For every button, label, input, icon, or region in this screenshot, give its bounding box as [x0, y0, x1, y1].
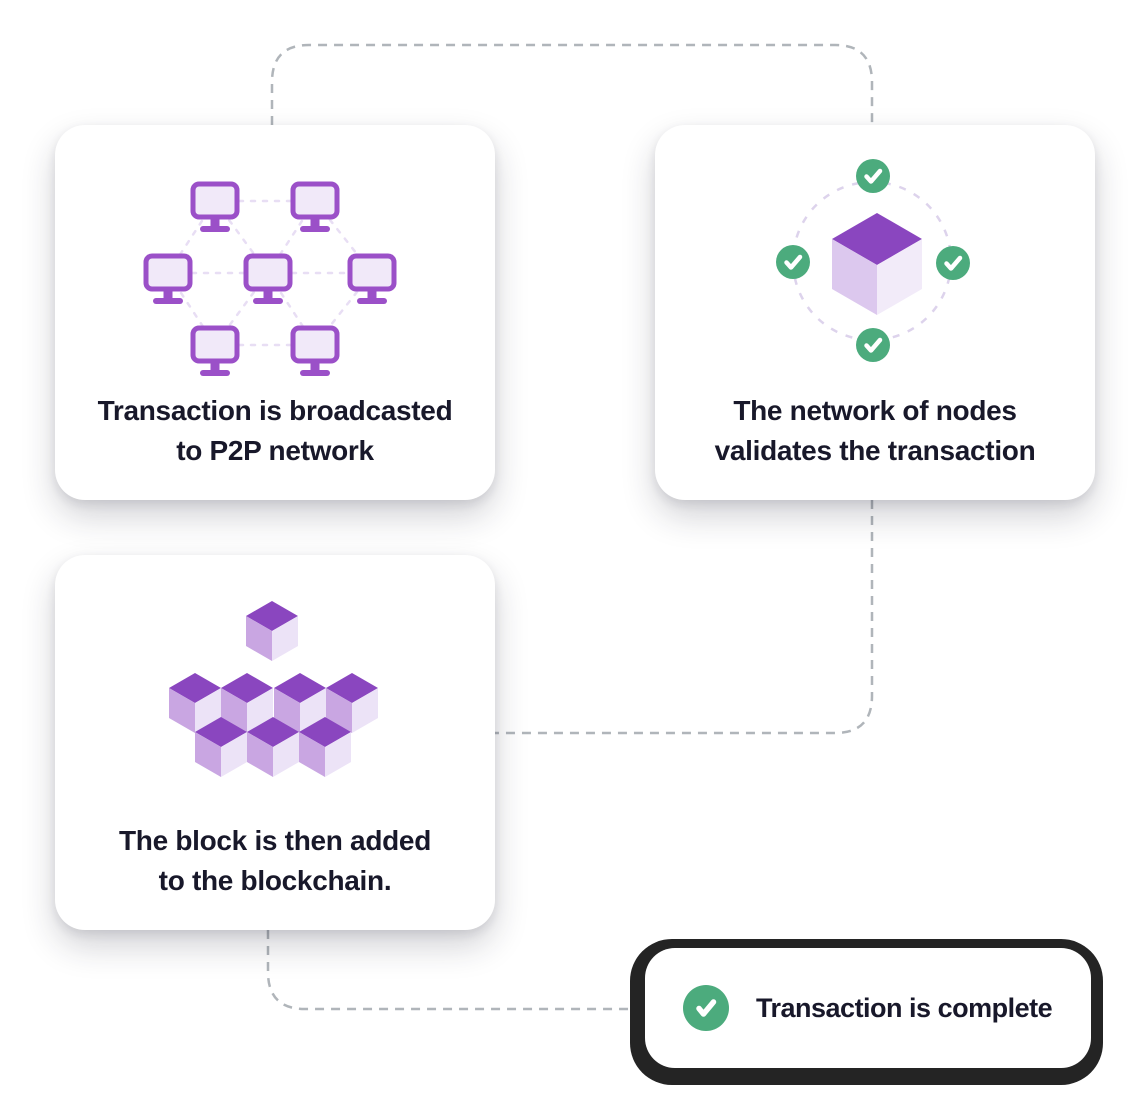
check-circle-icon: [776, 245, 810, 279]
check-circle-icon: [856, 328, 890, 362]
monitor-icon: [193, 328, 237, 376]
mesh-links: [166, 199, 374, 347]
card-broadcast: Transaction is broadcasted to P2P networ…: [55, 125, 495, 500]
card-caption: The network of nodes validates the trans…: [655, 391, 1095, 471]
card-caption: Transaction is complete: [756, 992, 1053, 1023]
block-cube-icon: [832, 213, 922, 315]
connector-block-to-complete: [266, 930, 632, 1011]
caption-line: Transaction is broadcasted: [97, 395, 453, 426]
check-circle-icon: [683, 985, 729, 1031]
caption-line: to P2P network: [176, 435, 374, 466]
card-validate: The network of nodes validates the trans…: [655, 125, 1095, 500]
card-complete: Transaction is complete: [645, 948, 1091, 1068]
connector-validate-to-block: [495, 500, 874, 735]
check-circle-icon: [936, 246, 970, 280]
card-complete-outline: Transaction is complete: [630, 939, 1103, 1085]
caption-line: The block is then added: [118, 825, 432, 856]
floating-cube-icon: [246, 601, 298, 661]
caption-line: The network of nodes: [733, 395, 1017, 426]
p2p-network-icon: [55, 143, 495, 388]
caption-line: to the blockchain.: [158, 865, 392, 896]
card-caption: The block is then added to the blockchai…: [55, 821, 495, 901]
cube-cluster: [169, 673, 378, 777]
card-caption: Transaction is broadcasted to P2P networ…: [55, 391, 495, 471]
blockchain-cubes-icon: [169, 601, 378, 777]
caption-line: validates the transaction: [714, 435, 1036, 466]
node-validation-icon: [655, 143, 1095, 388]
connector-broadcast-to-validate: [270, 43, 874, 125]
check-circle-icon: [856, 159, 890, 193]
card-block-added: The block is then added to the blockchai…: [55, 555, 495, 930]
monitor-icon: [350, 256, 394, 304]
monitor-icon: [293, 328, 337, 376]
